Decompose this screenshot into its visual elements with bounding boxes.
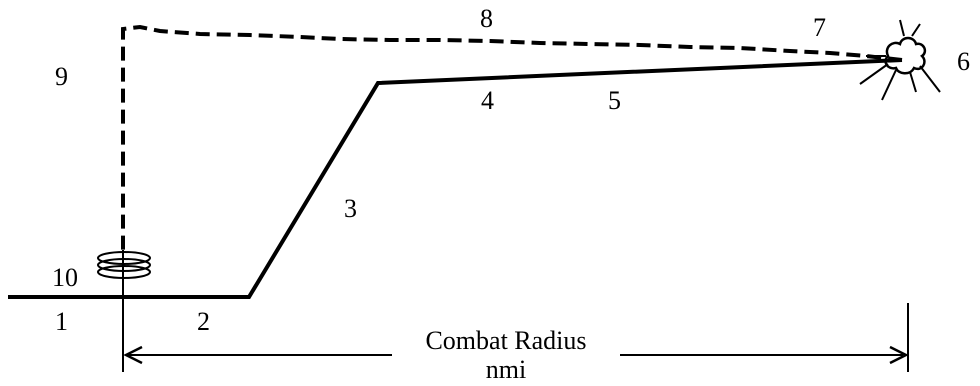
label-segment-7: 7 [813, 13, 826, 42]
loiter-spiral-icon [98, 250, 150, 297]
label-segment-1: 1 [55, 307, 68, 336]
label-segment-5: 5 [608, 86, 621, 115]
label-segment-8: 8 [480, 4, 493, 33]
combat-radius-label: Combat Radius [425, 326, 586, 355]
label-segment-2: 2 [197, 307, 210, 336]
combat-radius-unit: nmi [486, 355, 526, 384]
label-segment-6: 6 [957, 47, 970, 76]
label-segment-10: 10 [52, 263, 78, 292]
label-segment-3: 3 [344, 194, 357, 223]
label-segment-9: 9 [55, 62, 68, 91]
label-segment-4: 4 [481, 86, 494, 115]
return-flight-path [123, 27, 902, 250]
